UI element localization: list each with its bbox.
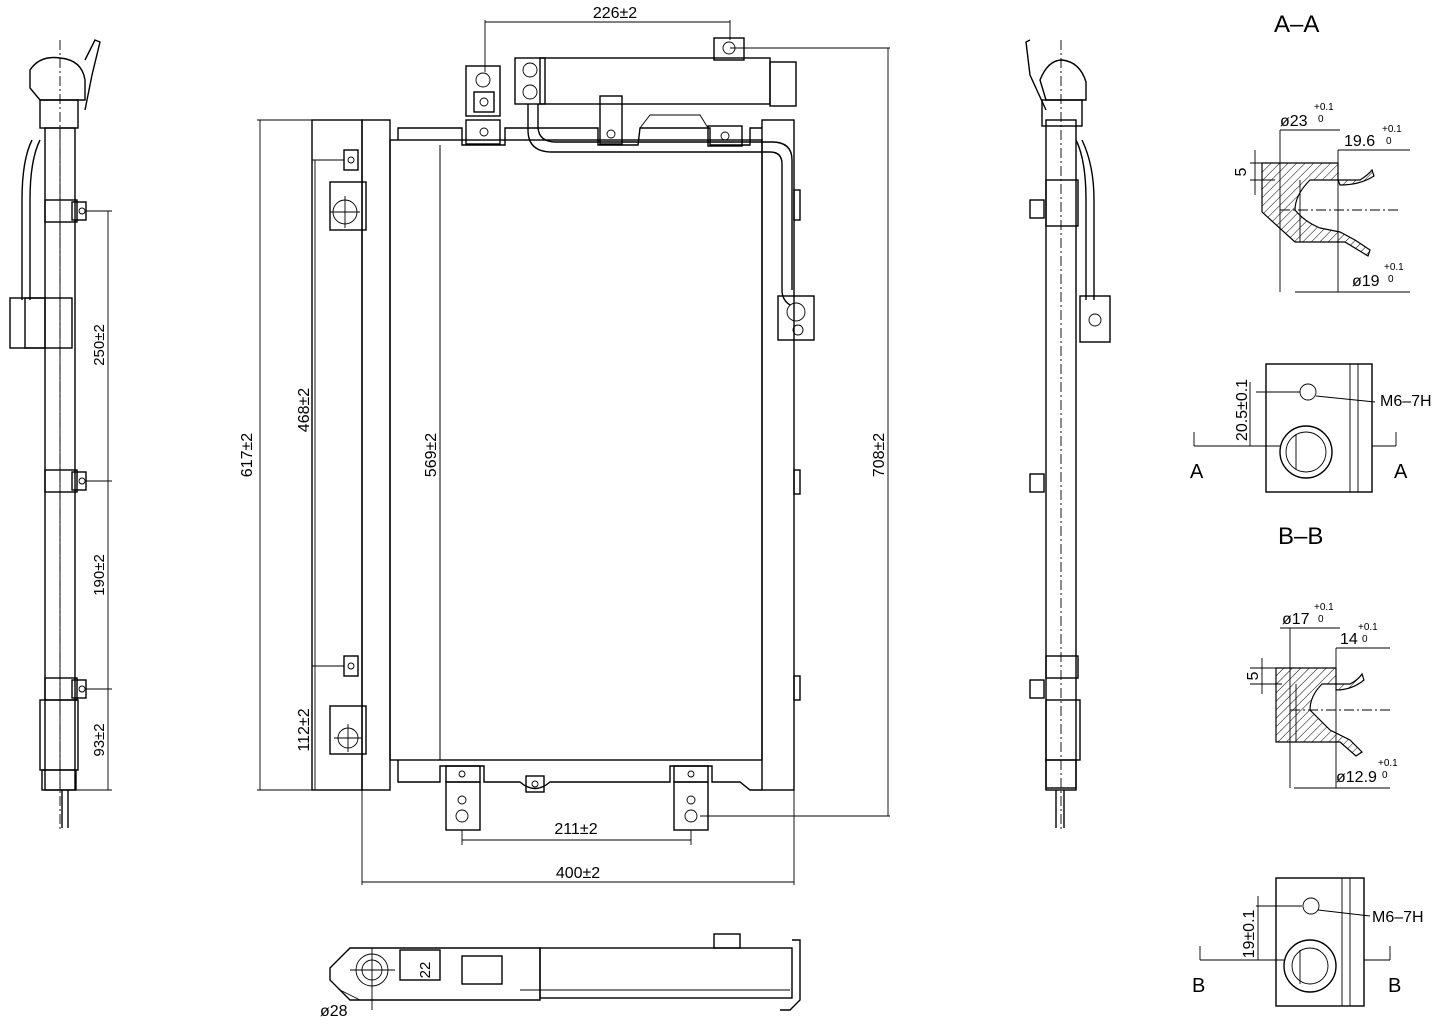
section-a-cut-left: A [1190,461,1204,483]
left-side-view [9,39,112,830]
section-a-tol-19-6-lower: 0 [1386,136,1392,147]
section-b-cut-left: B [1192,975,1205,997]
section-b-tol-14-upper: +0.1 [1358,622,1378,633]
section-a-dia-19: ø19 [1352,273,1380,290]
dim-front-617: 617±2 [239,433,256,477]
section-a-step-5: 5 [1233,167,1250,176]
section-a-tol-23-lower: 0 [1318,114,1324,125]
section-b-step-5: 5 [1245,671,1262,680]
section-b-tol-17-upper: +0.1 [1314,602,1334,613]
dim-front-569: 569±2 [423,433,440,477]
section-a-tol-19-lower: 0 [1388,274,1394,285]
section-a-drawing [1250,129,1410,293]
section-b-drawing [1250,627,1390,789]
section-a-depth-19-6: 19.6 [1344,133,1375,150]
section-b-tol-14-lower: 0 [1362,634,1368,645]
section-b-title: B–B [1278,523,1323,550]
section-b-tol-12-9-upper: +0.1 [1378,758,1398,769]
section-b-hole-offset: 19±0.1 [1241,909,1258,958]
section-a-tol-19-upper: +0.1 [1384,262,1404,273]
section-b-thread: M6–7H [1372,909,1424,926]
front-view [257,20,890,885]
section-b-depth-14: 14 [1340,631,1358,648]
dim-side-190: 190±2 [91,554,108,596]
section-a-cut-right: A [1394,461,1408,483]
dim-side-250: 250±2 [91,324,108,366]
section-b-cut-view [1199,877,1391,1007]
dim-front-226: 226±2 [593,5,637,22]
right-side-view [1025,39,1111,830]
section-a-tol-19-6-upper: +0.1 [1382,124,1402,135]
section-a-title: A–A [1274,11,1319,38]
dim-front-400: 400±2 [556,865,600,882]
section-b-cut-right: B [1388,975,1401,997]
section-b-tol-17-lower: 0 [1318,614,1324,625]
dim-side-93: 93±2 [91,723,108,756]
dim-front-211: 211±2 [554,821,597,838]
dim-front-112: 112±2 [296,708,313,751]
bottom-view [329,933,801,1011]
dim-front-708: 708±2 [871,433,888,477]
section-a-cut-view [1193,363,1397,493]
section-a-tol-23-upper: +0.1 [1314,102,1334,113]
dim-front-468: 468±2 [296,388,313,432]
section-b-dia-17: ø17 [1282,611,1310,628]
section-a-dia-23: ø23 [1280,113,1308,130]
dim-bottom-22: 22 [417,962,434,979]
section-b-dia-12-9: ø12.9 [1336,769,1377,786]
section-a-thread: M6–7H [1380,393,1432,410]
section-b-tol-12-9-lower: 0 [1382,770,1388,781]
section-a-hole-offset: 20.5±0.1 [1234,379,1251,441]
dim-bottom-d28: ø28 [320,1003,348,1020]
